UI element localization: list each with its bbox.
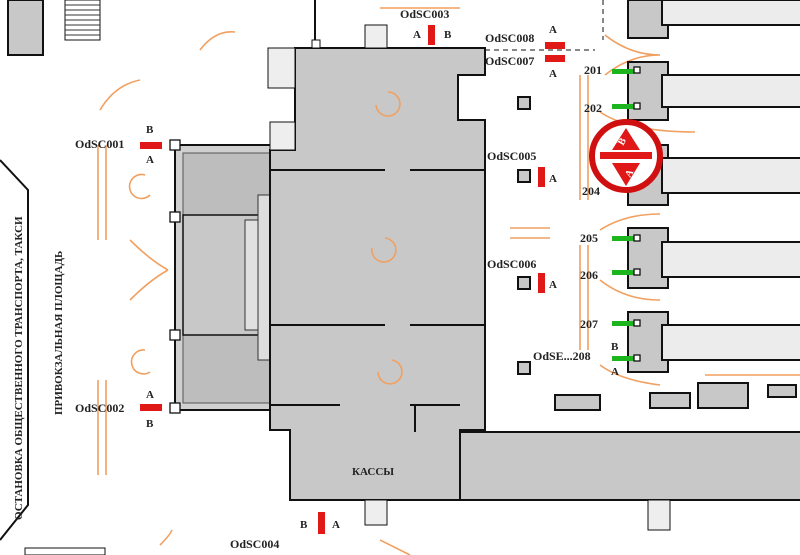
- side-label: B: [444, 29, 452, 41]
- side-label: A: [549, 279, 557, 291]
- gate-label[interactable]: 206: [580, 268, 598, 282]
- side-label: A: [146, 389, 154, 401]
- sensor-marker[interactable]: [140, 404, 162, 411]
- side-label: A: [549, 68, 557, 80]
- side-label: B: [300, 519, 308, 531]
- sensor-marker[interactable]: [538, 273, 545, 293]
- station-square-label: ПРИВОКЗАЛЬНАЯ ПЛОЩАДЬ: [53, 251, 65, 415]
- cashier-label: КАССЫ: [352, 466, 394, 478]
- selected-sensor-marker[interactable]: B A: [589, 119, 663, 193]
- sensor-marker[interactable]: [545, 55, 565, 62]
- side-label: A: [611, 366, 619, 378]
- building-block: [7, 0, 44, 56]
- sensor-label[interactable]: OdSC002: [75, 401, 124, 415]
- stairs: [647, 499, 671, 531]
- flow-arrows: [97, 7, 800, 555]
- side-label: A: [332, 519, 340, 531]
- stairs: [267, 47, 296, 89]
- interior-walls: [270, 169, 485, 432]
- sensor-marker[interactable]: [538, 167, 545, 187]
- stairs: [364, 499, 388, 526]
- transport-stop-label: ОСТАНОВКА ОБЩЕСТВЕННОГО ТРАНСПОРТА, ТАКС…: [13, 216, 25, 520]
- gate-label[interactable]: 207: [580, 317, 598, 331]
- stairs: [24, 547, 106, 555]
- sensor-marker[interactable]: [428, 25, 435, 45]
- side-label: B: [146, 418, 154, 430]
- gate-label[interactable]: 205: [580, 231, 598, 245]
- sensor-label[interactable]: OdSC004: [230, 537, 279, 551]
- sensor-label[interactable]: OdSC005: [487, 149, 536, 163]
- sensor-label[interactable]: OdSC001: [75, 137, 124, 151]
- gate-label[interactable]: 202: [584, 101, 602, 115]
- platforms: [517, 0, 800, 411]
- sensor-marker[interactable]: [318, 512, 325, 534]
- gate-label[interactable]: 201: [584, 63, 602, 77]
- sensor-label[interactable]: OdSC003: [400, 7, 449, 21]
- stairs-top-left: [64, 0, 101, 41]
- main-hall: [269, 47, 486, 501]
- gate-markers[interactable]: [612, 66, 641, 362]
- sensor-label[interactable]: OdSE...208: [533, 349, 591, 363]
- sensor-marker[interactable]: [545, 42, 565, 49]
- stairs: [364, 24, 388, 49]
- sensor-label[interactable]: OdSC008: [485, 31, 534, 45]
- entrance-posts: [169, 139, 181, 414]
- side-label: A: [549, 173, 557, 185]
- side-label: A: [549, 24, 557, 36]
- platform-building: [459, 431, 800, 501]
- side-label: B: [616, 136, 629, 148]
- sensor-marker[interactable]: [140, 142, 162, 149]
- sensor-label[interactable]: OdSC006: [487, 257, 536, 271]
- side-label: A: [146, 154, 154, 166]
- stairs: [269, 121, 296, 151]
- side-label: B: [611, 341, 619, 353]
- gate-label[interactable]: 204: [582, 184, 600, 198]
- sensor-label[interactable]: OdSC007: [485, 54, 534, 68]
- transport-stop-outline: [0, 159, 29, 541]
- side-label: B: [146, 124, 154, 136]
- side-label: A: [413, 29, 421, 41]
